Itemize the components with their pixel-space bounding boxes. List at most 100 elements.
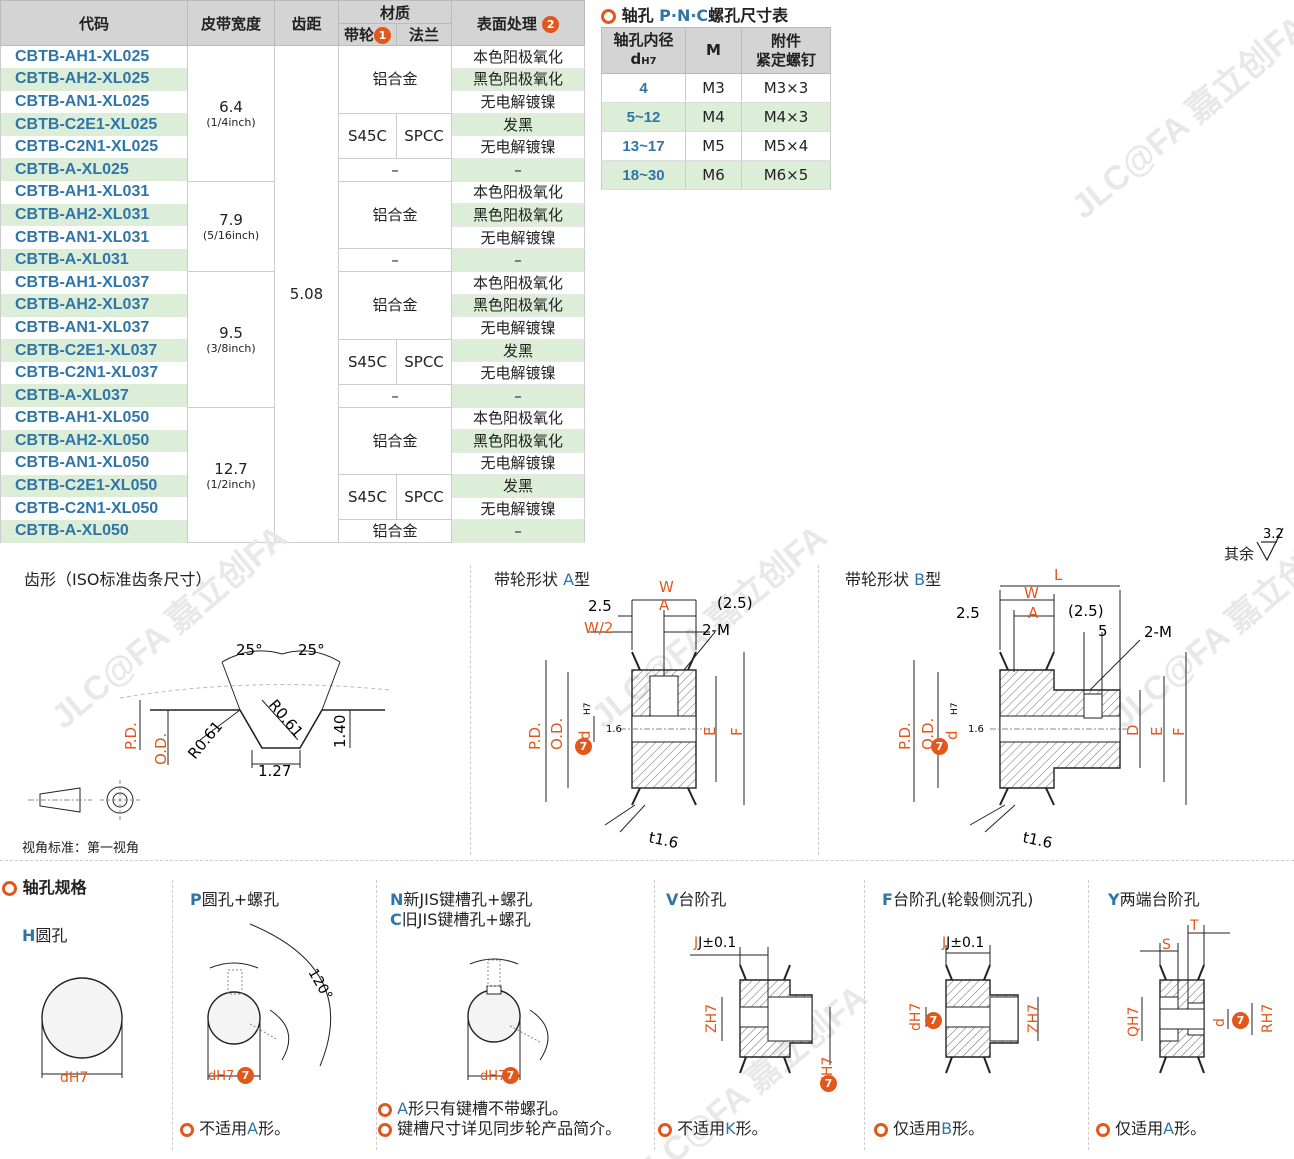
note-2-badge: 2: [542, 15, 560, 33]
product-code: CBTB-C2N1-XL025: [0, 135, 188, 159]
svg-text:dH7: dH7: [208, 1069, 234, 1084]
table-row: CBTB-A-XL037––: [0, 383, 586, 408]
svg-text:3.2: 3.2: [1263, 527, 1284, 542]
header-surface: 表面处理 2: [451, 0, 586, 46]
surface-cell: 本色阳极氧化: [451, 181, 586, 205]
watermark-logo: JLC@FA 嘉立创FA: [1064, 7, 1294, 227]
table-row: CBTB-AN1-XL050 无电解镀镍: [0, 452, 586, 476]
shaft-spec-title: 轴孔规格: [2, 874, 87, 898]
svg-text:d: d: [943, 730, 961, 740]
belt-width-cell: 7.9(5/16inch): [187, 180, 275, 272]
surface-cell: 发黑: [451, 113, 586, 137]
svg-text:1.40: 1.40: [331, 715, 349, 748]
view-standard-note: 视角标准：第一视角: [22, 841, 140, 856]
svg-text:dH7: dH7: [60, 1070, 88, 1086]
svg-text:dH7: dH7: [480, 1069, 506, 1084]
svg-text:L: L: [1054, 566, 1063, 584]
svg-text:25°: 25°: [236, 641, 263, 659]
product-code: CBTB-AH1-XL025: [0, 45, 188, 69]
spec-p-title: P圆孔+螺孔: [190, 890, 280, 909]
svg-text:R0.61: R0.61: [265, 696, 307, 741]
svg-text:D: D: [1124, 724, 1142, 736]
svg-text:2.5: 2.5: [956, 604, 980, 622]
material-cell: 铝合金: [337, 406, 453, 476]
spec-h-drawing: dH7: [41, 977, 123, 1086]
material-cell: –: [337, 248, 453, 272]
svg-text:F: F: [728, 727, 746, 736]
note-7-badge: 7: [931, 738, 948, 755]
material-flange-cell: SPCC: [395, 474, 453, 521]
svg-text:S: S: [1162, 937, 1171, 953]
table-row: CBTB-A-XL031––: [0, 248, 586, 272]
spec-v-note: 不适用K形。: [658, 1115, 768, 1139]
surface-cell: 无电解镀镍: [451, 226, 586, 250]
svg-text:d: d: [1212, 1018, 1228, 1027]
svg-text:H7: H7: [583, 703, 593, 716]
table-row: CBTB-A-XL025––: [0, 157, 586, 182]
spec-v-title: V台阶孔: [666, 890, 727, 909]
header-flange: 法兰: [395, 23, 453, 46]
product-code: CBTB-AN1-XL031: [0, 226, 188, 249]
header-set-screw: 附件紧定螺钉: [741, 27, 831, 74]
spec-n-note-1: A形只有键槽不带螺孔。: [378, 1095, 568, 1119]
material-cell: –: [337, 157, 453, 182]
surface-cell: 黑色阳极氧化: [451, 429, 586, 453]
shape-b-title: 带轮形状 B型: [845, 570, 942, 589]
svg-text:O.D.: O.D.: [152, 733, 170, 765]
table-row: CBTB-AN1-XL031 无电解镀镍: [0, 226, 586, 250]
material-cell: 铝合金: [337, 45, 453, 114]
hole-table-title: 轴孔 P·N·C螺孔尺寸表: [601, 2, 788, 26]
svg-text:H7: H7: [950, 703, 960, 716]
svg-text:JJ±0.1: JJ±0.1: [693, 935, 736, 951]
surface-cell: 黑色阳极氧化: [451, 294, 586, 318]
surface-cell: 本色阳极氧化: [451, 407, 586, 431]
svg-text:E: E: [1148, 727, 1166, 736]
product-code: CBTB-AH2-XL037: [0, 294, 188, 317]
surface-cell: 黑色阳极氧化: [451, 68, 586, 92]
surface-cell: –: [451, 158, 586, 182]
note-7-badge: 7: [1232, 1012, 1249, 1029]
material-pulley-cell: S45C: [338, 338, 397, 385]
product-code: CBTB-AH1-XL037: [0, 271, 188, 295]
header-material: 材质: [337, 0, 453, 24]
svg-text:ZH7: ZH7: [704, 1004, 720, 1033]
header-code: 代码: [0, 0, 188, 46]
pitch-cell: 5.08: [274, 44, 339, 544]
svg-text:R0.61: R0.61: [184, 717, 226, 762]
svg-text:120°: 120°: [305, 966, 336, 1003]
svg-text:JJ±0.1: JJ±0.1: [941, 935, 984, 951]
product-code: CBTB-C2E1-XL050: [0, 474, 188, 498]
svg-text:d: d: [576, 730, 594, 740]
product-code: CBTB-AH1-XL031: [0, 181, 188, 204]
svg-text:1.6: 1.6: [968, 724, 984, 735]
product-code: CBTB-AH2-XL031: [0, 203, 188, 227]
tooth-profile-drawing: 25° 25° 1.27 1.40 R0.61 R0.61 P.D. O.D.: [28, 641, 391, 820]
surface-cell: 无电解镀镍: [451, 452, 586, 476]
spec-n-title: N新JIS键槽孔+螺孔: [390, 890, 533, 909]
svg-text:(2.5): (2.5): [1068, 602, 1104, 620]
product-code: CBTB-A-XL031: [0, 248, 188, 272]
surface-remaining-label: 其余: [1224, 545, 1255, 563]
product-code: CBTB-AN1-XL050: [0, 452, 188, 475]
surface-cell: –: [451, 384, 586, 408]
surface-cell: –: [451, 519, 586, 544]
section-ring-icon: [601, 9, 616, 24]
svg-text:1.27: 1.27: [258, 762, 291, 780]
svg-text:t1.6: t1.6: [647, 828, 680, 852]
spec-p-drawing: 120° dH7: [207, 923, 336, 1084]
material-flange-cell: SPCC: [395, 338, 453, 385]
svg-text:1.6: 1.6: [606, 724, 622, 735]
svg-text:A: A: [1028, 604, 1039, 622]
